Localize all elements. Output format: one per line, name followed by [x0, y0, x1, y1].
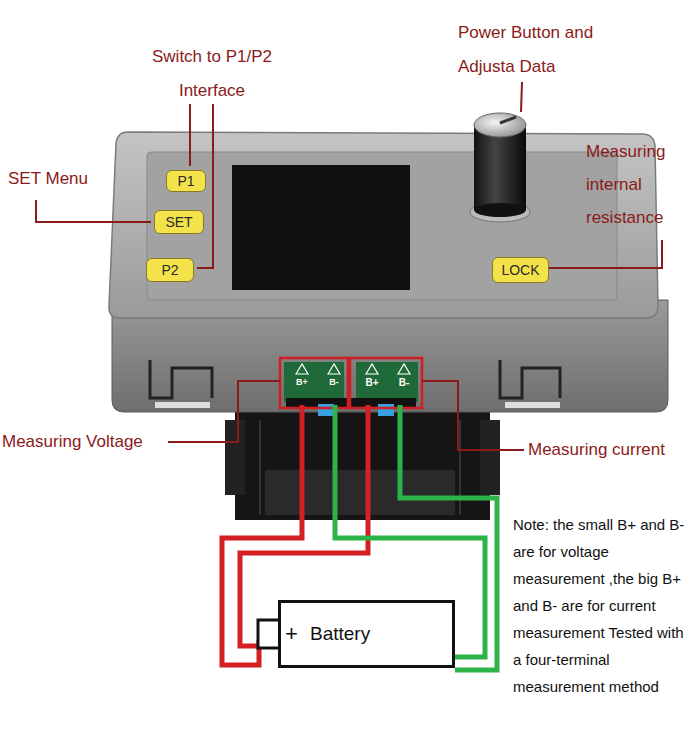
terminal-label: B- — [392, 377, 416, 388]
battery-box: + Battery — [278, 600, 455, 668]
terminal-label: B+ — [290, 377, 314, 388]
voltage-terminal-box — [280, 358, 348, 408]
terminal-label: B+ — [360, 377, 384, 388]
battery-terminal — [258, 620, 280, 648]
callout-text: Measuring Voltage — [2, 431, 167, 453]
panel-button: P1 — [166, 170, 206, 192]
polarity-mark: + — [285, 621, 298, 647]
panel-button: SET — [154, 210, 204, 234]
callout-text: Power Button and Adjusta Data — [458, 16, 628, 84]
panel-button: P2 — [146, 258, 194, 282]
button-label: P2 — [161, 263, 178, 277]
lcd-screen — [232, 165, 410, 290]
terminal-label: B- — [322, 377, 346, 388]
callout-text: Measuring internal resistance — [586, 135, 698, 234]
wires — [222, 405, 497, 670]
note-text: Note: the small B+ and B- are for voltag… — [513, 511, 695, 700]
callout-text: SET Menu — [8, 168, 108, 190]
button-label: SET — [165, 215, 192, 229]
panel-button: LOCK — [492, 257, 549, 283]
front-panel — [109, 132, 658, 318]
button-label: P1 — [177, 174, 194, 188]
battery-label: Battery — [310, 623, 370, 645]
button-label: LOCK — [501, 263, 539, 277]
callout-text: Measuring current — [528, 439, 696, 461]
callout-text: Switch to P1/P2 Interface — [132, 40, 292, 108]
knob — [470, 113, 530, 222]
current-terminal-box — [350, 358, 422, 408]
leader-lines — [36, 82, 662, 450]
